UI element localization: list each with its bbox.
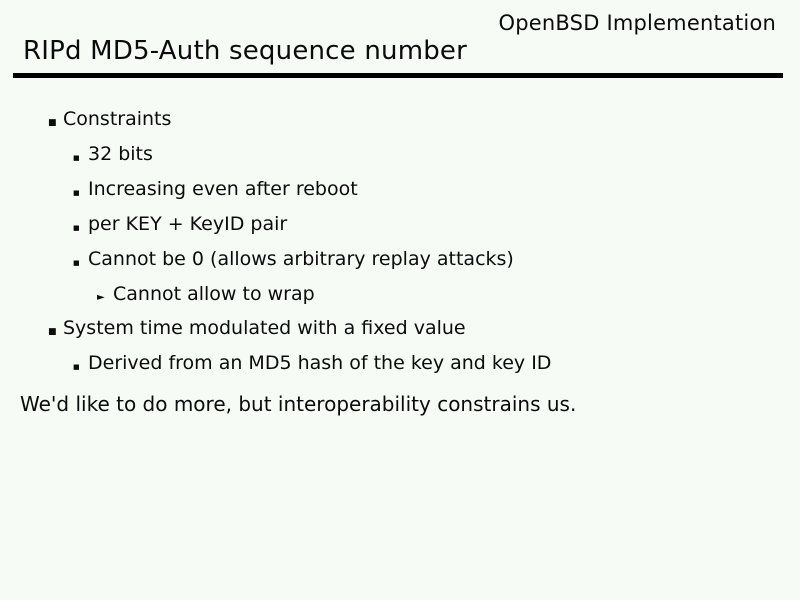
bullet-square-icon: ■	[48, 327, 57, 337]
bullet-text: per KEY + KeyID pair	[88, 213, 288, 235]
bullet-square-icon: ■	[73, 259, 80, 267]
bullet-text: System time modulated with a fixed value	[63, 317, 466, 339]
bullet-list: ■ Constraints ■ 32 bits ■ Increasing even aft…	[0, 104, 790, 383]
footer-note: We'd like to do more, but interoperabili…	[20, 392, 577, 416]
bullet-text: Cannot be 0 (allows arbitrary replay att…	[88, 248, 514, 270]
title-underline-rule	[13, 73, 783, 78]
bullet-item: ■ Derived from an MD5 hash of the key and…	[73, 348, 790, 383]
bullet-item: ■ Cannot be 0 (allows arbitrary replay at…	[73, 244, 790, 279]
bullet-square-icon: ■	[73, 224, 80, 232]
bullet-square-icon: ■	[73, 189, 80, 197]
bullet-item: ■ System time modulated with a fixed valu…	[48, 313, 790, 348]
bullet-square-icon: ■	[48, 118, 57, 128]
bullet-text: Increasing even after reboot	[88, 178, 358, 200]
bullet-text: 32 bits	[88, 143, 153, 165]
bullet-item: ■ 32 bits	[73, 139, 790, 174]
bullet-triangle-icon: ►	[97, 292, 105, 303]
bullet-square-icon: ■	[73, 154, 80, 162]
bullet-square-icon: ■	[73, 363, 80, 371]
page-title: RIPd MD5-Auth sequence number	[23, 36, 468, 66]
bullet-text: Constraints	[63, 108, 172, 130]
bullet-item: ► Cannot allow to wrap	[97, 279, 790, 313]
bullet-text: Derived from an MD5 hash of the key and …	[88, 352, 552, 374]
bullet-item: ■ per KEY + KeyID pair	[73, 209, 790, 244]
header-label: OpenBSD Implementation	[498, 11, 776, 35]
bullet-item: ■ Increasing even after reboot	[73, 174, 790, 209]
bullet-item: ■ Constraints	[48, 104, 790, 139]
bullet-text: Cannot allow to wrap	[113, 283, 315, 305]
